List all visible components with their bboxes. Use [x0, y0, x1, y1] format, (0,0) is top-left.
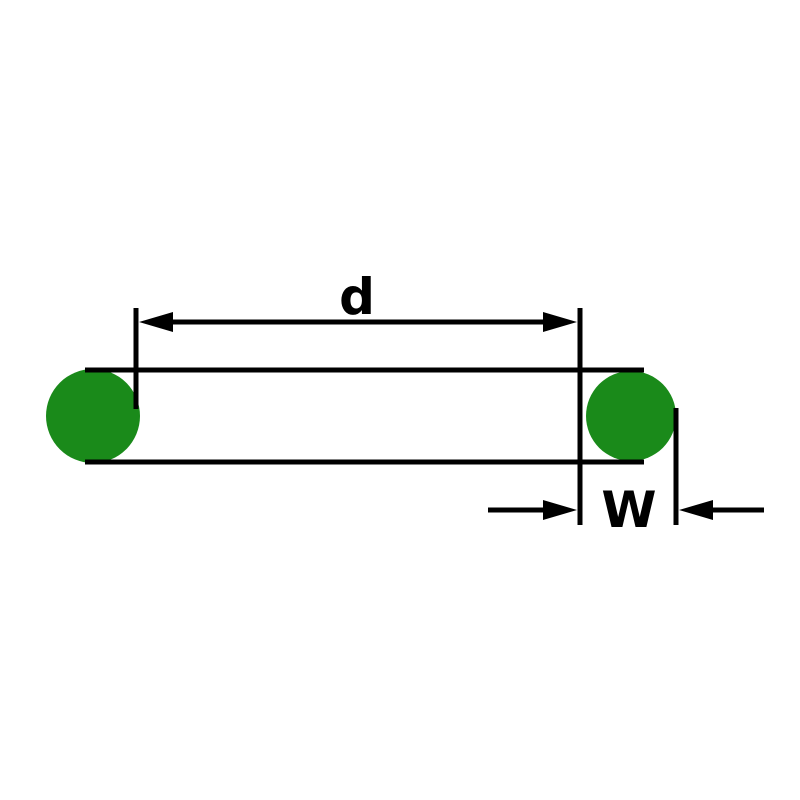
d-arrowhead-right	[543, 312, 577, 332]
w-arrowhead-left	[543, 500, 577, 520]
d-arrowhead-left	[139, 312, 173, 332]
w-arrowhead-right	[679, 500, 713, 520]
oring-right-cross-section-circle	[586, 371, 676, 461]
oring-left-cross-section-circle	[46, 369, 140, 463]
d-dimension-label: d	[339, 268, 375, 326]
oring-cross-sections	[46, 369, 676, 463]
dimension-labels: d W	[339, 268, 656, 539]
w-dimension-label: W	[601, 481, 656, 539]
dimension-arrowheads	[139, 312, 713, 520]
